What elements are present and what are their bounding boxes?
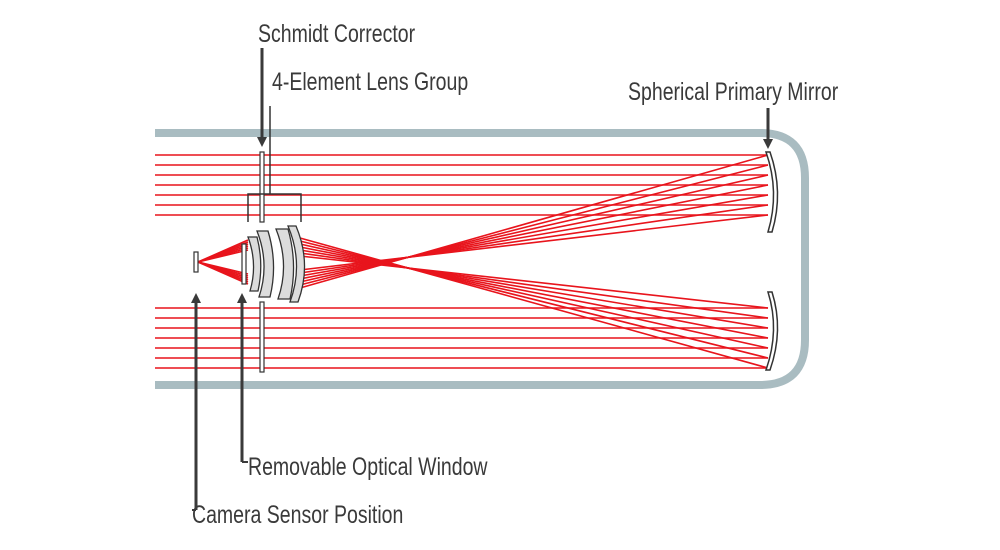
lens-element-4 bbox=[287, 225, 306, 303]
spherical-primary-mirror bbox=[764, 151, 779, 371]
schmidt-corrector-upper bbox=[259, 151, 265, 223]
reflected-ray bbox=[299, 154, 769, 289]
reflected-ray bbox=[299, 164, 769, 286]
lens-element-2 bbox=[256, 230, 275, 298]
reflected-ray bbox=[299, 174, 769, 283]
focused-ray bbox=[197, 249, 249, 263]
tube-outline bbox=[155, 129, 809, 389]
focused-ray bbox=[197, 261, 249, 285]
light-rays bbox=[155, 154, 769, 369]
label-schmidt-corrector: Schmidt Corrector bbox=[258, 20, 416, 48]
four-element-lens-group bbox=[247, 225, 306, 303]
reflected-ray bbox=[299, 255, 769, 309]
label-camera-sensor: Camera Sensor Position bbox=[192, 501, 404, 529]
lens-element-3 bbox=[275, 228, 295, 300]
reflected-ray bbox=[299, 243, 769, 349]
reflected-ray bbox=[299, 240, 769, 359]
label-optical-window: Removable Optical Window bbox=[248, 453, 488, 481]
reflected-ray bbox=[299, 249, 769, 329]
schmidt-corrector bbox=[259, 151, 265, 373]
reflected-ray bbox=[299, 252, 769, 319]
schmidt-corrector-lower bbox=[259, 301, 265, 373]
lens-element-1 bbox=[247, 236, 262, 292]
label-primary-mirror: Spherical Primary Mirror bbox=[628, 78, 839, 106]
label-lens-group: 4-Element Lens Group bbox=[272, 68, 469, 96]
primary-mirror-lower bbox=[764, 291, 779, 371]
lens-group-bracket bbox=[247, 106, 302, 222]
removable-optical-window bbox=[241, 243, 247, 285]
telescope-tube bbox=[155, 129, 809, 389]
camera-sensor bbox=[193, 251, 199, 273]
reflected-ray bbox=[299, 184, 769, 280]
pointer-arrows bbox=[191, 48, 773, 510]
primary-mirror-upper bbox=[764, 151, 779, 233]
reflected-ray bbox=[299, 246, 769, 339]
reflected-ray bbox=[299, 237, 769, 369]
